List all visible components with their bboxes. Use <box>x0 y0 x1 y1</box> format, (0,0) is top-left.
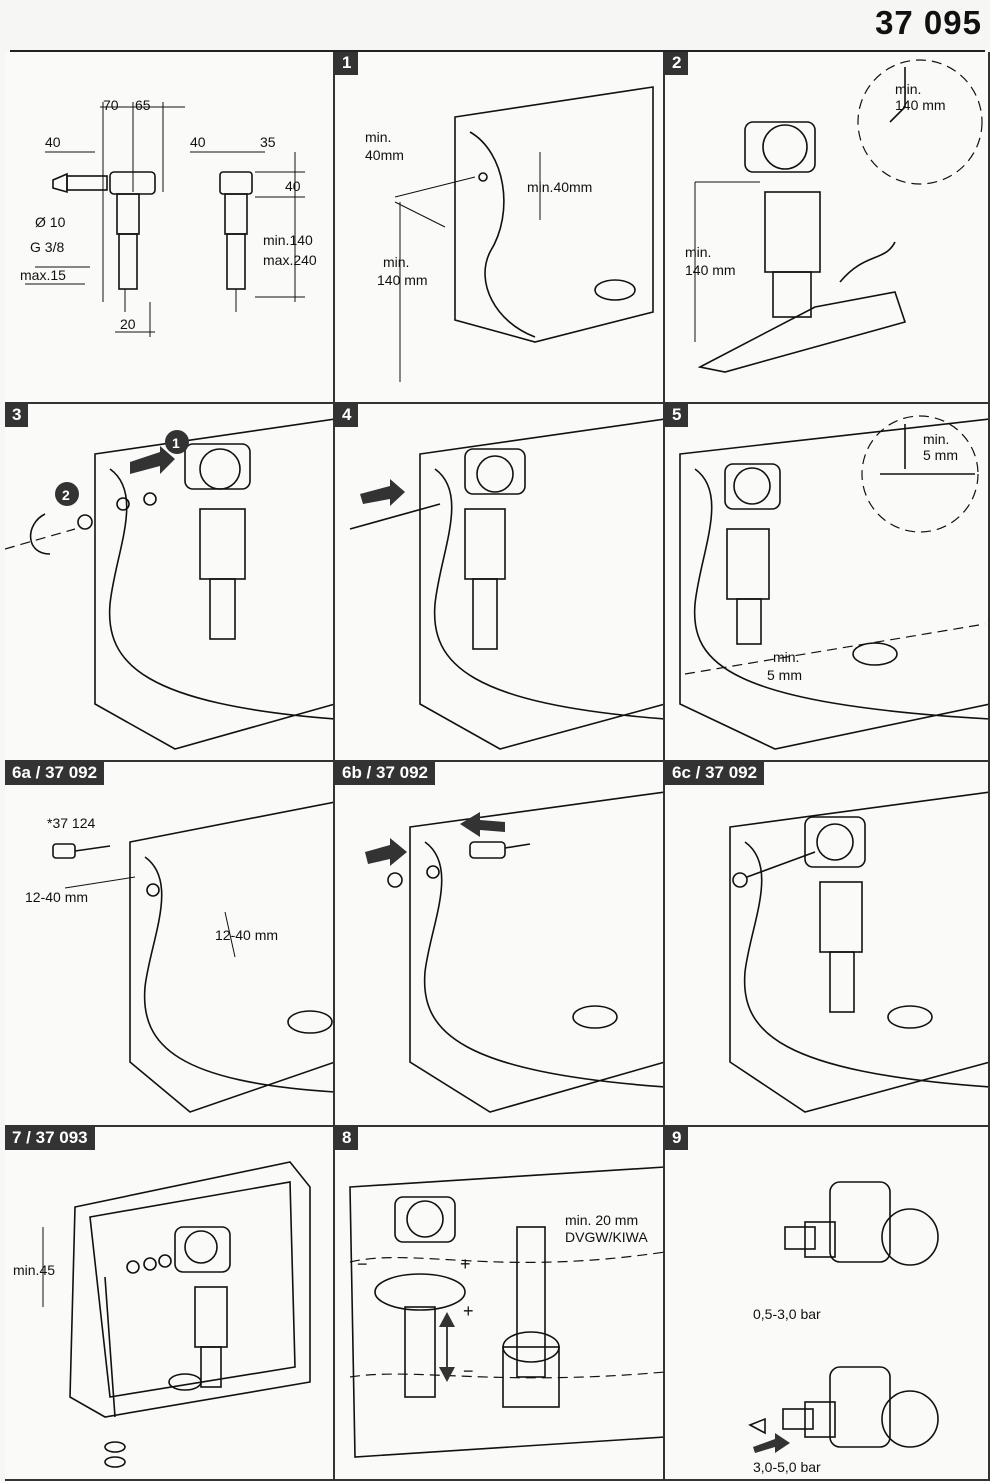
step-5-drawing: min. 5 mm min. 5 mm <box>679 415 988 750</box>
dim-label-max15: max.15 <box>20 267 66 283</box>
step-3-drawing: 1 2 <box>5 418 333 750</box>
step-8-label-minus-lower: − <box>463 1361 474 1381</box>
dim-label-diameter: Ø 10 <box>35 214 66 230</box>
step-8-label-dvgw: DVGW/KIWA <box>565 1229 648 1245</box>
dim-label-thread: G 3/8 <box>30 239 64 255</box>
step-9-label-low-pressure: 0,5-3,0 bar <box>753 1306 821 1322</box>
dimension-drawing: 70 65 40 Ø 10 G 3/8 max.15 20 40 35 40 m… <box>20 97 317 337</box>
step-7-label-min45: min.45 <box>13 1262 55 1278</box>
step-1-label-min: min. <box>365 129 391 145</box>
step-6a-drawing: *37 124 12-40 mm 12-40 mm <box>25 801 333 1113</box>
header-rule <box>10 50 985 52</box>
step-6c-tag: 6c / 37 092 <box>665 762 765 785</box>
step-4-tag: 4 <box>335 404 359 427</box>
instruction-grid: 70 65 40 Ø 10 G 3/8 max.15 20 40 35 40 m… <box>5 52 990 1481</box>
step-6c-panel: 6c / 37 092 <box>665 762 990 1127</box>
step-3-marker-1: 1 <box>172 435 180 451</box>
step-5-label-min-detail: min. <box>923 431 949 447</box>
step-8-label-minus-upper: − <box>357 1254 368 1274</box>
step-9-drawing: 0,5-3,0 bar 3,0-5,0 bar <box>748 1181 939 1475</box>
step-2-label-140mm-detail: 140 mm <box>895 97 946 113</box>
dim-label-min140: min.140 <box>263 232 313 248</box>
step-1-tag: 1 <box>335 52 359 75</box>
step-6b-panel: 6b / 37 092 <box>335 762 665 1127</box>
step-5-label-5mm-detail: 5 mm <box>923 447 958 463</box>
step-2-drawing: min. 140 mm min. 140 mm <box>685 59 983 373</box>
step-5-label-min: min. <box>773 649 799 665</box>
step-5-panel: 5 min. 5 mm min. 5 mm <box>665 404 990 762</box>
step-2-label-min: min. <box>685 244 711 260</box>
step-5-label-5mm: 5 mm <box>767 667 802 683</box>
dimensions-panel: 70 65 40 Ø 10 G 3/8 max.15 20 40 35 40 m… <box>5 52 335 404</box>
step-1-drawing: min. 40mm min.40mm min. 140 mm <box>365 86 654 382</box>
step-5-tag: 5 <box>665 404 689 427</box>
step-8-tag: 8 <box>335 1127 359 1150</box>
step-6a-label-12-40-right: 12-40 mm <box>215 927 278 943</box>
dim-label-max240: max.240 <box>263 252 317 268</box>
dim-label-40: 40 <box>45 134 61 150</box>
step-2-panel: 2 min. 140 mm min. 140 mm <box>665 52 990 404</box>
step-8-label-min20mm: min. 20 mm <box>565 1212 638 1228</box>
step-8-label-plus-lower: + <box>463 1301 474 1321</box>
step-1-label-140mm: 140 mm <box>377 272 428 288</box>
step-6a-panel: 6a / 37 092 *37 124 12-40 mm 12-40 mm <box>5 762 335 1127</box>
step-3-panel: 3 1 2 <box>5 404 335 762</box>
step-6b-tag: 6b / 37 092 <box>335 762 436 785</box>
step-4-panel: 4 <box>335 404 665 762</box>
step-6a-tag: 6a / 37 092 <box>5 762 105 785</box>
dim-label-side-40: 40 <box>285 178 301 194</box>
dim-label-right-40: 40 <box>190 134 206 150</box>
step-2-label-min-detail: min. <box>895 81 921 97</box>
step-1-label-40mm: 40mm <box>365 147 404 163</box>
step-6a-label-part: *37 124 <box>47 815 95 831</box>
step-3-tag: 3 <box>5 404 29 427</box>
step-4-drawing <box>349 418 663 750</box>
step-6b-drawing <box>365 791 663 1113</box>
step-1-panel: 1 min. 40mm min.40mm min. 140 mm <box>335 52 665 404</box>
document-number: 37 095 <box>875 4 982 41</box>
step-6a-label-12-40-left: 12-40 mm <box>25 889 88 905</box>
step-1-label-min40mm: min.40mm <box>527 179 592 195</box>
step-1-label-min-b: min. <box>383 254 409 270</box>
step-6c-drawing <box>729 791 988 1113</box>
step-3-marker-2: 2 <box>62 487 70 503</box>
dim-label-65: 65 <box>135 97 151 113</box>
step-9-tag: 9 <box>665 1127 689 1150</box>
dim-label-70: 70 <box>103 97 119 113</box>
step-9-label-high-pressure: 3,0-5,0 bar <box>753 1459 821 1475</box>
dim-label-35: 35 <box>260 134 276 150</box>
step-7-panel: 7 / 37 093 min.45 <box>5 1127 335 1481</box>
step-7-drawing: min.45 <box>13 1161 311 1468</box>
step-8-drawing: min. 20 mm DVGW/KIWA + − + − <box>349 1166 663 1458</box>
step-2-label-140mm: 140 mm <box>685 262 736 278</box>
step-8-label-plus-upper: + <box>460 1254 471 1274</box>
step-8-panel: 8 min. 20 mm DVGW/KIWA + − + − <box>335 1127 665 1481</box>
dim-label-20: 20 <box>120 316 136 332</box>
step-9-panel: 9 0,5-3,0 bar 3,0-5,0 bar <box>665 1127 990 1481</box>
step-2-tag: 2 <box>665 52 689 75</box>
step-7-tag: 7 / 37 093 <box>5 1127 95 1150</box>
